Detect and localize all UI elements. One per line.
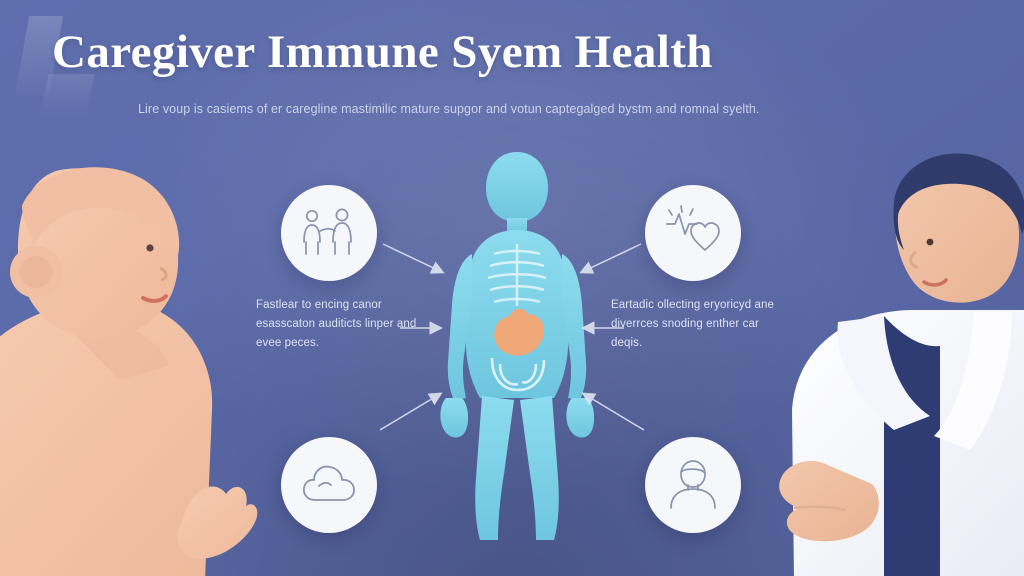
caption-right: Eartadic ollecting eryoricyd ane diverrc… [611, 299, 775, 349]
person-portrait-icon [670, 460, 716, 509]
node-caregiver-support[interactable] [281, 185, 377, 281]
doctor-silhouette [779, 153, 1024, 576]
node-person-portrait[interactable] [645, 437, 741, 533]
stomach-organ [494, 308, 545, 356]
node-heartbeat-care[interactable] [645, 185, 741, 281]
intestines [490, 357, 546, 392]
ribcage [487, 244, 547, 306]
caption-left: Fastlear to encing canor esasscaton audi… [256, 299, 417, 349]
caregiver-support-icon [303, 208, 352, 255]
page-title: Caregiver Immune Syem Health [52, 26, 713, 78]
page-subtitle: Lire voup is casiems of er caregline mas… [138, 102, 760, 116]
face-eye [926, 238, 934, 246]
corner-accent-shape-secondary [39, 74, 95, 118]
caregiver-silhouette [0, 167, 258, 576]
heartbeat-care-icon [666, 205, 720, 251]
face-eye [146, 244, 154, 252]
node-cloud-stress[interactable] [281, 437, 377, 533]
arrow-bottom-left-to-body [379, 392, 443, 431]
cloud-stress-icon [302, 465, 355, 501]
human-body-anatomy [440, 152, 595, 540]
